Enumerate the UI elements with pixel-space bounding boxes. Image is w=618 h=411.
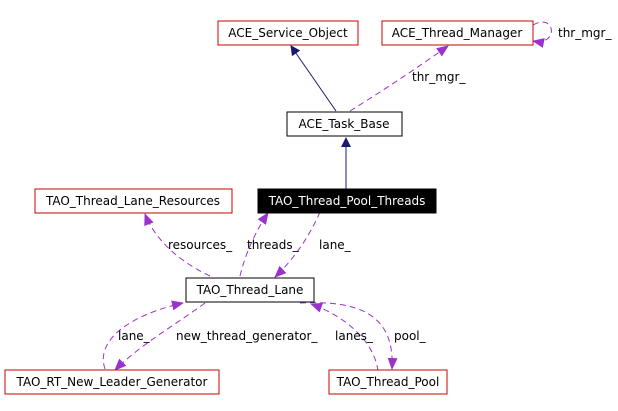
edge-pool-threads-to-lane	[274, 211, 321, 278]
edge-label-lane-threads: lane_	[319, 238, 352, 252]
edge-thread-manager-self-loop	[532, 21, 552, 48]
edge-label-lane-generator: lane_	[118, 329, 151, 343]
edge-label-lanes: lanes_	[335, 329, 374, 343]
node-label: ACE_Thread_Manager	[392, 26, 523, 40]
node-ace-thread-manager[interactable]: ACE_Thread_Manager	[381, 20, 534, 46]
edge-label-new-thread-generator: new_thread_generator_	[176, 329, 318, 343]
edge-generator-to-lane	[102, 300, 184, 370]
node-label: TAO_Thread_Pool_Threads	[268, 194, 426, 208]
edge-pool-to-lane	[310, 303, 379, 372]
node-tao-thread-lane[interactable]: TAO_Thread_Lane	[185, 277, 315, 303]
node-tao-thread-pool-threads[interactable]: TAO_Thread_Pool_Threads	[257, 188, 437, 214]
edge-labels: thr_mgr_ thr_mgr_ resources_ threads_ la…	[118, 26, 612, 343]
edge-task-base-to-service-object	[290, 45, 337, 112]
node-label: ACE_Service_Object	[228, 26, 348, 40]
edge-label-resources: resources_	[168, 238, 233, 252]
edge-task-base-to-thread-manager	[349, 45, 449, 112]
node-ace-task-base[interactable]: ACE_Task_Base	[286, 111, 403, 137]
node-label: TAO_Thread_Lane	[196, 283, 304, 297]
edge-label-threads: threads_	[247, 238, 300, 252]
edge-lane-to-pool-threads	[239, 212, 269, 277]
node-label: ACE_Task_Base	[298, 117, 389, 131]
edge-label-thr-mgr-self: thr_mgr_	[558, 26, 612, 40]
edge-label-pool: pool_	[394, 329, 427, 343]
edge-label-thr-mgr-task: thr_mgr_	[412, 70, 466, 84]
node-label: TAO_Thread_Lane_Resources	[45, 194, 220, 208]
edges	[102, 21, 552, 372]
node-ace-service-object[interactable]: ACE_Service_Object	[217, 20, 359, 46]
edge-lane-to-generator	[114, 302, 206, 371]
node-tao-thread-pool[interactable]: TAO_Thread_Pool	[328, 369, 448, 395]
node-tao-rt-new-leader-generator[interactable]: TAO_RT_New_Leader_Generator	[4, 369, 220, 395]
node-label: TAO_RT_New_Leader_Generator	[16, 375, 208, 389]
node-tao-thread-lane-resources[interactable]: TAO_Thread_Lane_Resources	[34, 188, 233, 214]
node-label: TAO_Thread_Pool	[336, 375, 440, 389]
edge-lane-to-resources	[144, 213, 211, 277]
edge-lane-to-pool	[299, 302, 398, 370]
